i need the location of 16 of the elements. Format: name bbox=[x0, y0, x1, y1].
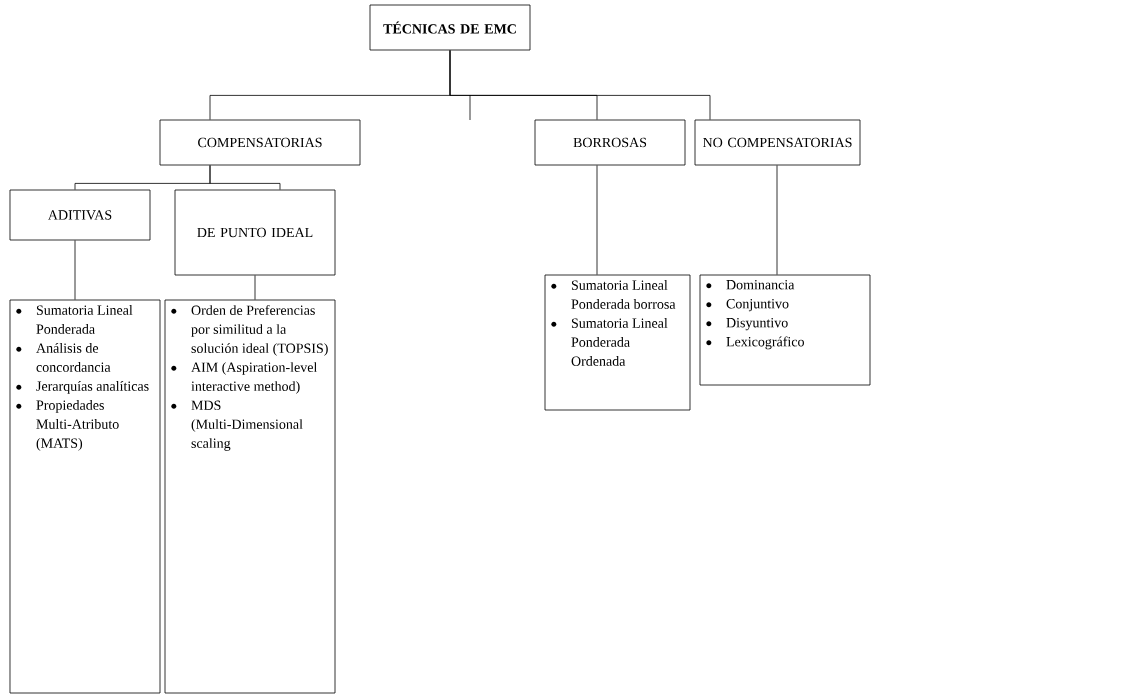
title-box: TÉCNICAS DE EMC bbox=[369, 4, 531, 51]
connector-line bbox=[209, 165, 281, 190]
list-box: Sumatoria Lineal Ponderada borrosa Sumatoria Lineal Ponderada Ordenada bbox=[544, 274, 691, 411]
connector-line bbox=[596, 165, 598, 275]
connector-line bbox=[449, 50, 711, 120]
list-box: Dominancia Conjuntivo Disyuntivo Lexicográfico bbox=[699, 274, 871, 386]
list-box: Orden de Preferencias por similitud a la solución ideal (TOPSIS) AIM (Aspiration-level interactive method) MDS (Multi-Dimensional scaling bbox=[164, 299, 336, 694]
category-box: ADITIVAS bbox=[9, 189, 151, 241]
connector-line bbox=[776, 165, 778, 275]
list-box: Sumatoria Lineal Ponderada Análisis de concordancia Jerarquías analíticas Propiedades Multi-Atributo (MATS) bbox=[9, 299, 161, 694]
connector-line bbox=[74, 240, 76, 300]
category-box: COMPENSATORIAS bbox=[159, 119, 361, 166]
category-box: NO COMPENSATORIAS bbox=[694, 119, 861, 166]
category-box: DE PUNTO IDEAL bbox=[174, 189, 336, 276]
connector-line bbox=[254, 275, 256, 300]
category-box: BORROSAS bbox=[534, 119, 686, 166]
